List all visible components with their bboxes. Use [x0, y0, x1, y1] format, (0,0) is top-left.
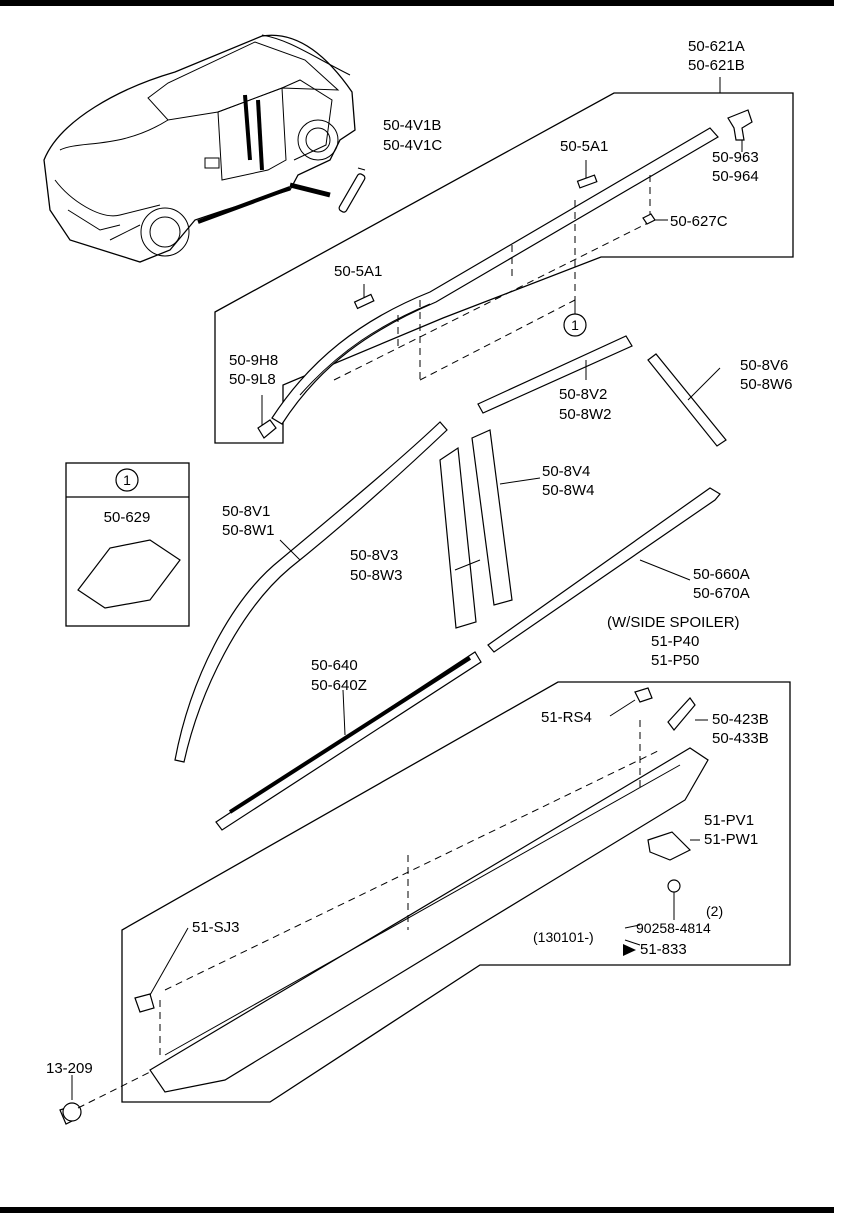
door-frame-front-strip	[174, 421, 448, 763]
label-roof-clip-a: 50-963	[712, 149, 759, 166]
pillar-rear-strip	[471, 429, 513, 606]
pillar-front-strip	[439, 446, 477, 629]
label-pillar-rear-a: 50-8V4	[542, 463, 590, 480]
label-spoiler-bracket-b: 51-PW1	[704, 831, 758, 848]
label-belt-upper-a: 50-8V2	[559, 386, 607, 403]
spoiler-end-shape	[667, 697, 696, 731]
roof-moulding-strip	[271, 127, 719, 425]
belt-rear-strip	[487, 487, 721, 653]
roof-clip-shape	[727, 109, 753, 141]
label-belt-front-b: 50-640Z	[311, 677, 367, 694]
detail-ref-marker-text: 1	[571, 317, 579, 333]
label-roof-fastener: 50-627C	[670, 213, 728, 230]
side-spoiler-inner	[164, 764, 681, 1056]
label-side-spoiler-b: 51-P50	[651, 652, 699, 669]
fastener-a1-left-shape	[353, 293, 375, 310]
label-roof-end-cap-a: 50-9H8	[229, 352, 278, 369]
label-fastener-a1-right: 50-5A1	[560, 138, 608, 155]
roof-dash-2	[419, 299, 576, 381]
top-border-bar	[0, 0, 834, 6]
label-pillar-rear-b: 50-8W4	[542, 482, 595, 499]
label-serial-range: (130101-)	[533, 929, 594, 945]
label-spoiler-retainer: 51-RS4	[541, 709, 592, 726]
car-illustration	[43, 34, 356, 263]
rocker-clip-head	[62, 1102, 82, 1122]
roof-end-cap-shape	[257, 419, 277, 439]
label-fastener-a1-left: 50-5A1	[334, 263, 382, 280]
label-screw-part: 90258-4814	[636, 920, 711, 936]
label-spoiler-end-a: 50-423B	[712, 711, 769, 728]
detail-box-part: 50-629	[104, 509, 151, 526]
label-door-frame-front-a: 50-8V1	[222, 503, 270, 520]
rocker-clip-dash	[77, 1071, 151, 1109]
spoiler-bracket-shape	[647, 831, 692, 861]
label-screw-replacement: 51-833	[640, 941, 687, 958]
detail-box: 1 50-629	[65, 462, 190, 627]
label-side-spoiler-a: 51-P40	[651, 633, 699, 650]
label-roof-clip-b: 50-964	[712, 168, 759, 185]
label-belt-rear-b: 50-670A	[693, 585, 750, 602]
label-belt-rear-a: 50-660A	[693, 566, 750, 583]
spoiler-dash-1	[164, 749, 661, 991]
bottom-border-bar	[0, 1207, 834, 1213]
detail-box-marker: 1	[123, 472, 131, 488]
label-side-spoiler-condition: (W/SIDE SPOILER)	[607, 614, 740, 631]
label-pillar-front-b: 50-8W3	[350, 567, 403, 584]
fastener-a1-right-shape	[576, 174, 598, 189]
rear-pillar-strip	[647, 353, 727, 447]
label-front-pillar-garnish-b: 50-4V1C	[383, 137, 442, 154]
label-spoiler-bracket-a: 51-PV1	[704, 812, 754, 829]
side-spoiler-frame	[121, 681, 791, 1103]
label-roof-moulding-a: 50-621A	[688, 38, 745, 55]
roof-moulding-frame	[214, 92, 794, 444]
label-belt-front-a: 50-640	[311, 657, 358, 674]
arrow-icon	[623, 944, 636, 956]
spoiler-clip-shape	[134, 993, 155, 1013]
label-roof-moulding-b: 50-621B	[688, 57, 745, 74]
label-belt-upper-b: 50-8W2	[559, 406, 612, 423]
label-door-frame-front-b: 50-8W1	[222, 522, 275, 539]
label-front-pillar-garnish-a: 50-4V1B	[383, 117, 441, 134]
roof-fastener-shape	[642, 213, 656, 225]
belt-front-fill	[228, 656, 472, 814]
spoiler-retainer-shape	[634, 687, 653, 703]
roof-dash-1	[333, 221, 651, 381]
label-roof-end-cap-b: 50-9L8	[229, 371, 276, 388]
label-rear-pillar-b: 50-8W6	[740, 376, 793, 393]
side-spoiler-shape	[149, 747, 709, 1093]
label-rear-pillar-a: 50-8V6	[740, 357, 788, 374]
screw-shape	[667, 879, 681, 893]
label-spoiler-end-b: 50-433B	[712, 730, 769, 747]
label-rocker-clip: 13-209	[46, 1060, 93, 1077]
leader-lines	[71, 140, 743, 1100]
belt-upper-strip	[477, 335, 633, 414]
detail-clip-shape	[77, 539, 181, 609]
label-pillar-front-a: 50-8V3	[350, 547, 398, 564]
front-pillar-garnish-shape	[338, 173, 366, 213]
label-screw-qty: (2)	[706, 903, 723, 919]
label-spoiler-clip: 51-SJ3	[192, 919, 240, 936]
